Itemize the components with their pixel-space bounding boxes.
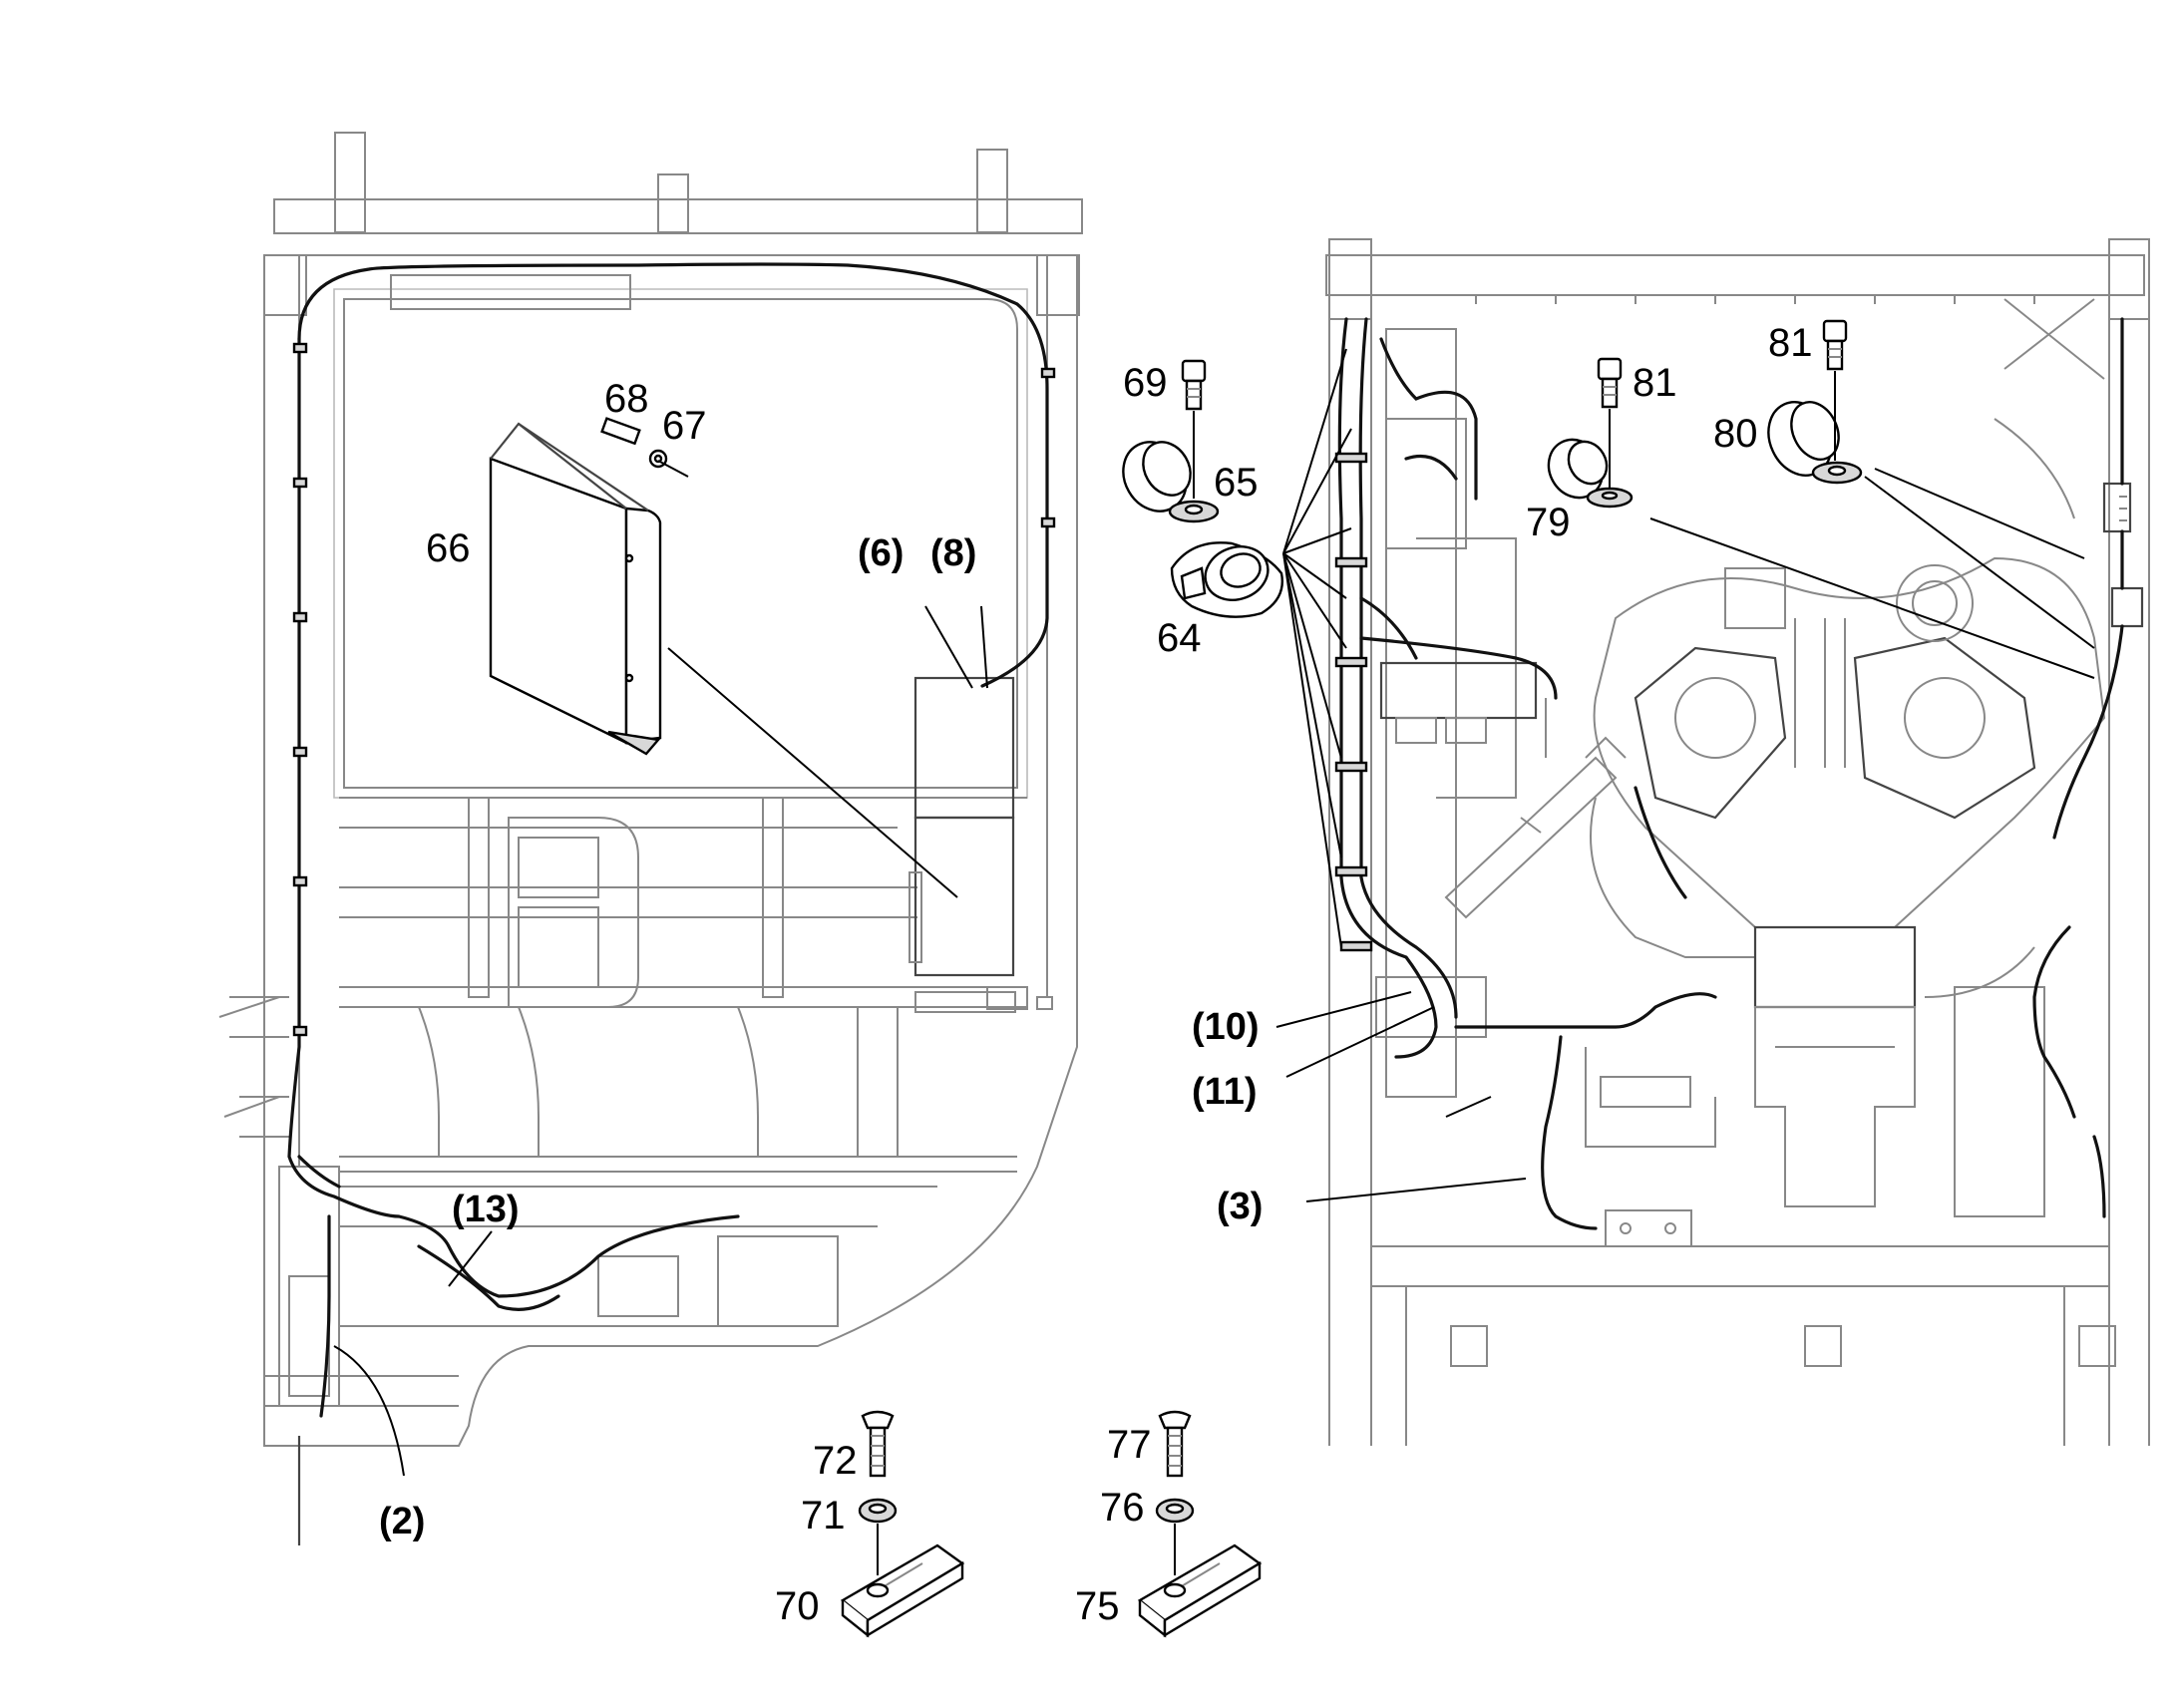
callout-69: 69 (1123, 361, 1168, 405)
ref-label-13: (13) (452, 1189, 520, 1230)
callout-75: 75 (1075, 1584, 1120, 1628)
callout-71: 71 (801, 1494, 846, 1537)
clamp-80-set (1767, 319, 1863, 485)
clamp-79-set (1547, 357, 1634, 509)
right-frame-assembly (1325, 238, 2150, 1446)
right-leader-lines (1275, 348, 2095, 1202)
callout-79: 79 (1526, 501, 1571, 544)
left-frame-assembly (218, 132, 1083, 1545)
ref-label-3: (3) (1217, 1186, 1263, 1227)
callout-80: 80 (1713, 412, 1758, 456)
ref-label-10: (10) (1192, 1006, 1260, 1048)
callout-76: 76 (1100, 1486, 1145, 1530)
callout-65: 65 (1214, 461, 1259, 505)
callout-64: 64 (1157, 616, 1202, 660)
left-leader-lines (333, 460, 988, 1477)
callout-81-left: 81 (1633, 361, 1677, 405)
clamp-64 (1170, 541, 1283, 618)
callout-68: 68 (604, 377, 649, 421)
ref-label-11: (11) (1192, 1071, 1257, 1113)
callout-70: 70 (775, 1584, 820, 1628)
callout-66: 66 (426, 526, 471, 570)
callout-labels: 66 68 67 (6) (8) (13) (2) 72 71 70 77 76… (379, 321, 1813, 1628)
ref-label-6: (6) (858, 532, 904, 574)
bracket-set-75-77 (1137, 1410, 1263, 1638)
callout-77: 77 (1107, 1423, 1152, 1467)
ref-label-8: (8) (930, 532, 976, 574)
callout-67: 67 (662, 404, 707, 448)
callout-72: 72 (813, 1439, 858, 1483)
clamp-65-set (1122, 359, 1220, 523)
ref-label-2: (2) (379, 1501, 425, 1542)
bracket-set-70-72 (840, 1410, 965, 1638)
callout-81-right: 81 (1768, 321, 1813, 365)
